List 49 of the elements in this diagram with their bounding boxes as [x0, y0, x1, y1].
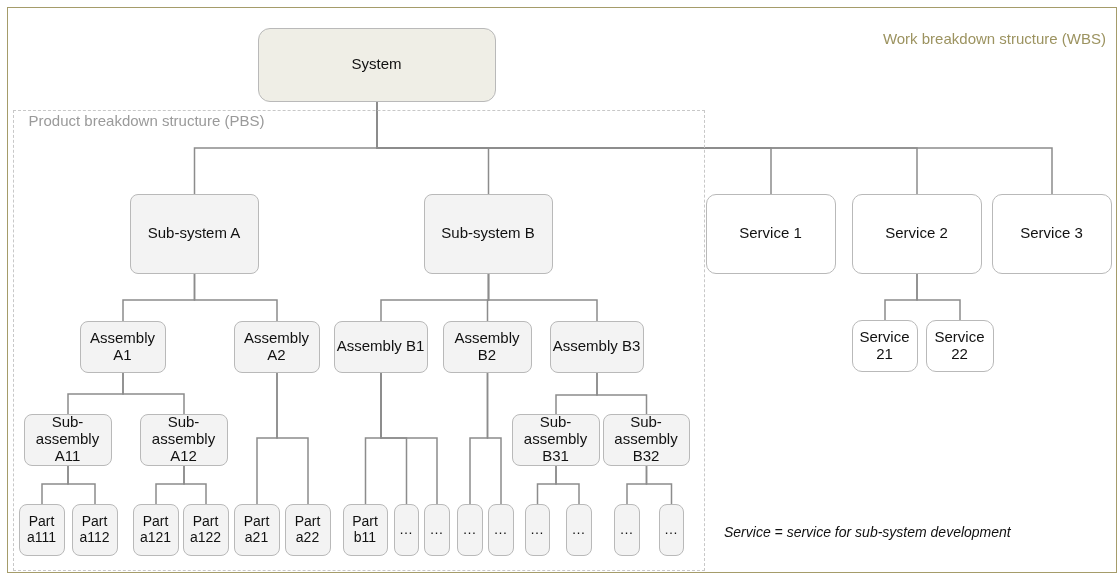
service-box: Service 22	[925, 319, 994, 372]
connector-line	[645, 465, 673, 505]
node-box: Assembly B1	[333, 320, 428, 373]
node-box: Part a22	[284, 503, 331, 556]
note-text: Service = service for sub-system development	[724, 524, 1011, 540]
node-box: Sub-assembly B31	[511, 413, 600, 466]
node-box: Part b11	[342, 503, 388, 556]
system-box: System	[257, 27, 496, 102]
connector-line	[487, 273, 598, 322]
node-box: Assembly B3	[549, 320, 644, 373]
frame-title: Work breakdown structure (WBS)	[882, 30, 1106, 47]
connector-line	[122, 372, 185, 415]
connector-line	[183, 465, 207, 505]
node-box: Sub-assembly A12	[139, 413, 228, 466]
service-box: Service 3	[991, 193, 1112, 274]
node-box: Sub-system A	[129, 193, 259, 274]
node-box: Sub-assembly B32	[602, 413, 690, 466]
connector-line	[380, 372, 438, 505]
node-box: Sub-system B	[423, 193, 553, 274]
node-box: …	[524, 503, 550, 556]
group-title: Product breakdown structure (PBS)	[28, 111, 265, 129]
node-box: Sub-assembly A11	[23, 413, 112, 466]
node-box: Part a21	[233, 503, 280, 556]
service-box: Service 21	[851, 319, 918, 372]
dashed-group-frame	[12, 109, 705, 571]
node-box: Assembly B2	[442, 320, 532, 373]
connector-line	[67, 465, 96, 505]
connector-line	[276, 372, 309, 505]
node-box: Part a111	[18, 503, 65, 556]
service-box: Service 1	[705, 193, 836, 274]
node-box: …	[456, 503, 483, 556]
node-box: …	[393, 503, 419, 556]
node-box: …	[658, 503, 684, 556]
node-box: Part a122	[182, 503, 229, 556]
wbs-frame	[7, 7, 1117, 573]
node-box: Assembly A1	[79, 320, 166, 373]
connector-line	[486, 372, 502, 505]
connector-line	[193, 273, 278, 322]
connector-line	[916, 273, 961, 321]
node-box: Part a121	[132, 503, 179, 556]
connector-line	[555, 465, 580, 505]
node-box: …	[423, 503, 450, 556]
node-box: Assembly A2	[233, 320, 320, 373]
node-box: Part a112	[71, 503, 118, 556]
node-box: …	[565, 503, 592, 556]
service-box: Service 2	[851, 193, 982, 274]
node-box: …	[487, 503, 514, 556]
connector-line	[596, 372, 648, 415]
node-box: …	[613, 503, 640, 556]
